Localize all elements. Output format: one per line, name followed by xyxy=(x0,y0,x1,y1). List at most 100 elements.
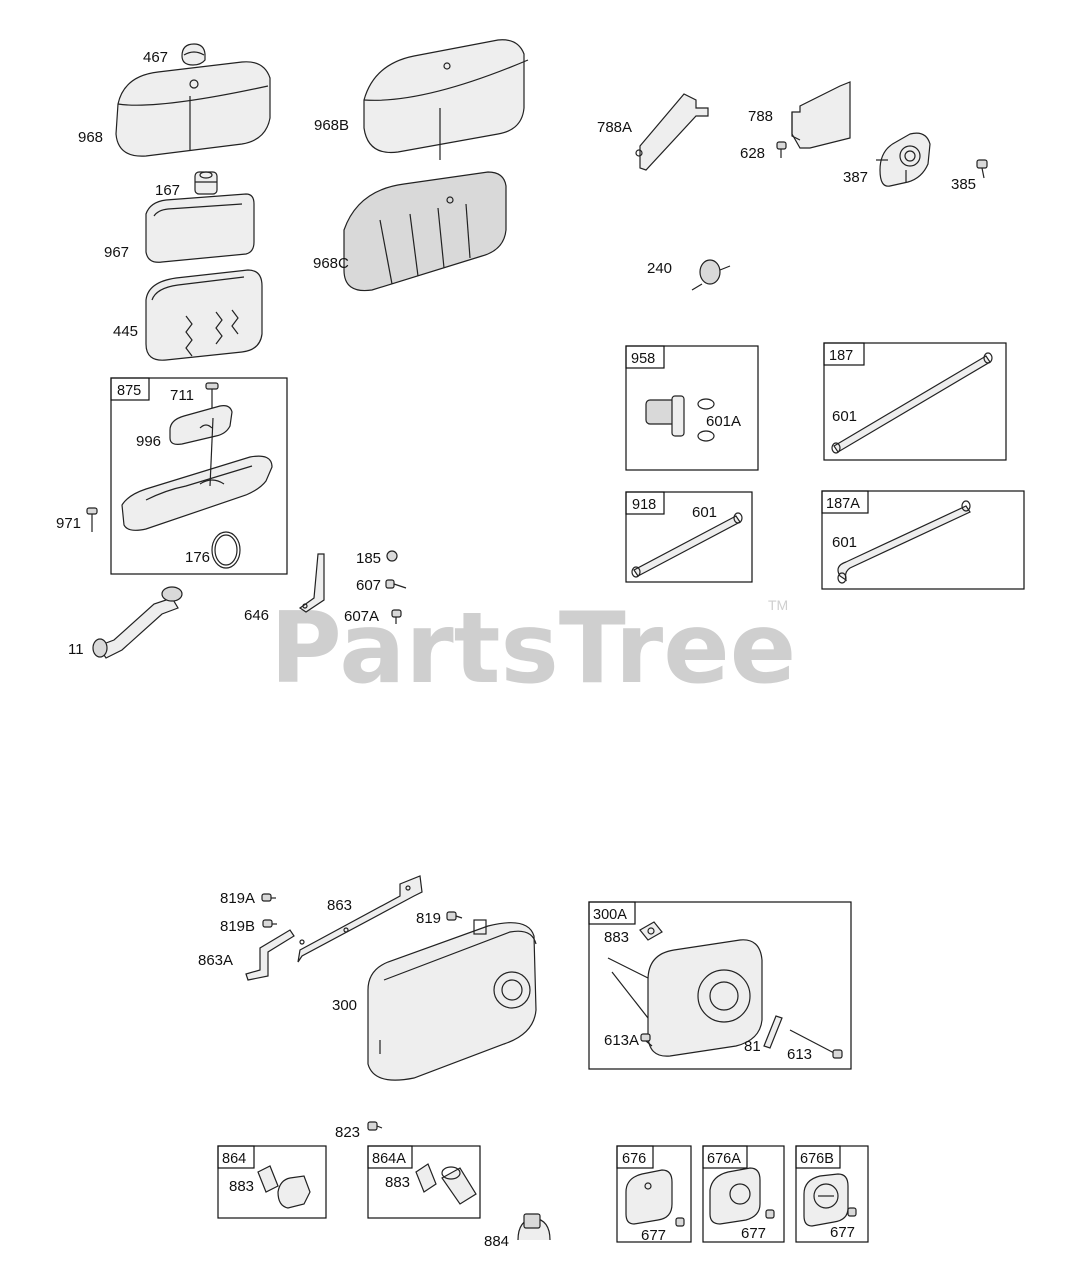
box-958[interactable]: 958 xyxy=(625,345,759,471)
part-819b-screw[interactable] xyxy=(262,919,277,928)
part-base-plate[interactable] xyxy=(121,417,273,531)
callout-971[interactable]: 971 xyxy=(56,515,81,532)
callout-11[interactable]: 11 xyxy=(68,641,84,658)
box-918[interactable]: 918 xyxy=(625,491,753,583)
part-167-nut[interactable] xyxy=(194,171,218,195)
part-240-filter[interactable] xyxy=(691,259,731,291)
part-788a-bracket[interactable] xyxy=(635,93,709,171)
part-819a-screw[interactable] xyxy=(261,893,276,902)
part-971-screw[interactable] xyxy=(86,507,98,532)
part-385-screw[interactable] xyxy=(976,159,988,179)
part-711-screw[interactable] xyxy=(205,382,219,408)
callout-646[interactable]: 646 xyxy=(244,607,269,624)
part-300-muffler[interactable] xyxy=(367,919,537,1081)
part-613a-screw[interactable] xyxy=(640,1033,653,1047)
callout-968c[interactable]: 968C xyxy=(313,255,349,272)
box-187a[interactable]: 187A xyxy=(821,490,1025,590)
part-918-hose[interactable] xyxy=(631,512,743,578)
callout-968[interactable]: 968 xyxy=(78,129,103,146)
part-387-fuel-pump[interactable] xyxy=(876,132,931,187)
callout-677-676a[interactable]: 677 xyxy=(741,1225,766,1242)
callout-711[interactable]: 711 xyxy=(170,387,194,404)
part-958-valve[interactable] xyxy=(645,395,715,442)
callout-601-187a[interactable]: 601 xyxy=(832,534,857,551)
box-676a[interactable]: 676A xyxy=(702,1145,785,1243)
part-967-precleaner[interactable] xyxy=(145,193,255,263)
part-788-bracket[interactable] xyxy=(791,81,851,149)
callout-467[interactable]: 467 xyxy=(143,49,168,66)
callout-628[interactable]: 628 xyxy=(740,145,765,162)
callout-300[interactable]: 300 xyxy=(332,997,357,1014)
callout-819b[interactable]: 819B xyxy=(220,918,255,935)
callout-677-676b[interactable]: 677 xyxy=(830,1224,855,1241)
part-646-bracket[interactable] xyxy=(298,553,325,613)
callout-613[interactable]: 613 xyxy=(787,1046,812,1063)
part-884-clamp[interactable] xyxy=(517,1213,551,1241)
callout-967[interactable]: 967 xyxy=(104,244,129,261)
callout-185[interactable]: 185 xyxy=(356,550,381,567)
callout-823[interactable]: 823 xyxy=(335,1124,360,1141)
part-187a-hose[interactable] xyxy=(837,500,971,584)
box-676b[interactable]: 676B xyxy=(795,1145,869,1243)
callout-883-864a[interactable]: 883 xyxy=(385,1174,410,1191)
part-864-elbow[interactable] xyxy=(257,1165,311,1209)
part-883-gasket-300a[interactable] xyxy=(639,921,663,941)
callout-883-300a[interactable]: 883 xyxy=(604,929,629,946)
callout-677-676[interactable]: 677 xyxy=(641,1227,666,1244)
part-613-stud[interactable] xyxy=(789,1029,843,1059)
callout-788[interactable]: 788 xyxy=(748,108,773,125)
part-863-bracket[interactable] xyxy=(297,875,423,963)
part-819-screw[interactable] xyxy=(446,911,463,921)
part-996-cap[interactable] xyxy=(169,405,233,445)
callout-884[interactable]: 884 xyxy=(484,1233,509,1250)
part-676-guard[interactable] xyxy=(625,1169,685,1227)
box-958-label: 958 xyxy=(631,351,655,367)
part-467-knob[interactable] xyxy=(181,43,206,66)
part-676a-guard[interactable] xyxy=(709,1167,775,1225)
callout-613a[interactable]: 613A xyxy=(604,1032,639,1049)
callout-996[interactable]: 996 xyxy=(136,433,161,450)
callout-81[interactable]: 81 xyxy=(744,1038,761,1055)
part-863a-bracket[interactable] xyxy=(245,929,295,981)
part-864a-pipe[interactable] xyxy=(415,1163,477,1205)
box-300a[interactable]: 300A xyxy=(588,901,852,1070)
part-823-screw[interactable] xyxy=(367,1121,383,1131)
callout-387[interactable]: 387 xyxy=(843,169,868,186)
part-968b-cover[interactable] xyxy=(363,39,529,160)
part-445-filter[interactable] xyxy=(145,269,263,361)
callout-788a[interactable]: 788A xyxy=(597,119,632,136)
callout-607[interactable]: 607 xyxy=(356,577,381,594)
callout-176[interactable]: 176 xyxy=(185,549,210,566)
part-968-cover[interactable] xyxy=(115,61,271,157)
part-81-plate[interactable] xyxy=(763,1015,783,1049)
part-300a-muffler[interactable] xyxy=(607,939,763,1057)
part-185-nut[interactable] xyxy=(386,550,398,562)
callout-601-187[interactable]: 601 xyxy=(832,408,857,425)
part-676b-guard[interactable] xyxy=(803,1173,857,1227)
part-187-hose[interactable] xyxy=(831,352,993,454)
box-864[interactable]: 864 xyxy=(217,1145,327,1219)
callout-819a[interactable]: 819A xyxy=(220,890,255,907)
callout-863[interactable]: 863 xyxy=(327,897,352,914)
callout-167[interactable]: 167 xyxy=(155,182,180,199)
callout-863a[interactable]: 863A xyxy=(198,952,233,969)
callout-968b[interactable]: 968B xyxy=(314,117,349,134)
callout-601-918[interactable]: 601 xyxy=(692,504,717,521)
part-176-oring[interactable] xyxy=(211,531,241,569)
callout-601a[interactable]: 601A xyxy=(706,413,741,430)
box-187[interactable]: 187 xyxy=(823,342,1007,461)
part-607-screw[interactable] xyxy=(385,579,407,589)
box-875[interactable]: 875 xyxy=(110,377,288,575)
part-11-tube[interactable] xyxy=(92,586,183,659)
part-628-screw[interactable] xyxy=(776,141,787,158)
callout-819[interactable]: 819 xyxy=(416,910,441,927)
callout-445[interactable]: 445 xyxy=(113,323,138,340)
callout-385[interactable]: 385 xyxy=(951,176,976,193)
box-864a[interactable]: 864A xyxy=(367,1145,481,1219)
part-968c-shroud[interactable] xyxy=(343,171,507,292)
callout-240[interactable]: 240 xyxy=(647,260,672,277)
callout-607a[interactable]: 607A xyxy=(344,608,379,625)
box-676[interactable]: 676 xyxy=(616,1145,692,1243)
callout-883-864[interactable]: 883 xyxy=(229,1178,254,1195)
part-607a-screw[interactable] xyxy=(391,609,402,624)
